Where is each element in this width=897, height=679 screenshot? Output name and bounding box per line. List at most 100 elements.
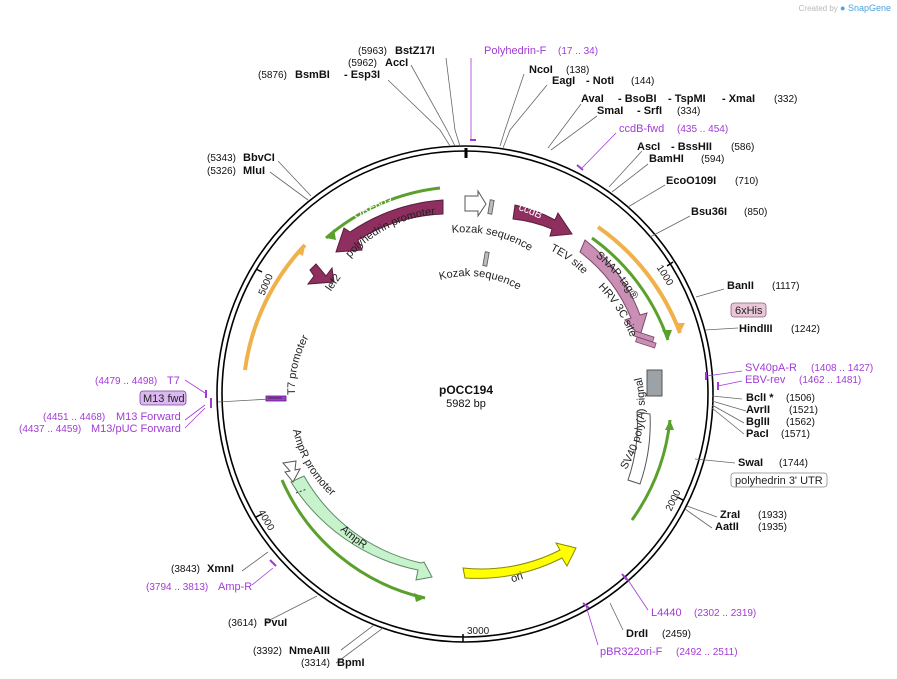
- svg-text:AscI: AscI: [637, 141, 660, 153]
- svg-text:BpmI: BpmI: [337, 657, 365, 669]
- kozak-1-label: Kozak sequence: [451, 223, 534, 253]
- site-bamhi[interactable]: BamHI (594): [649, 153, 724, 165]
- site-bpmi[interactable]: (3314) BpmI: [301, 657, 365, 669]
- primer-amp-r[interactable]: (3794 .. 3813) Amp-R: [146, 581, 252, 593]
- primer-leader-lines: [184, 58, 743, 646]
- ori-arrow: [462, 542, 577, 579]
- ori-label: ori: [509, 570, 524, 585]
- primer-t7[interactable]: (4479 .. 4498) T7: [95, 375, 180, 387]
- svg-text:(850): (850): [744, 207, 767, 218]
- site-asci[interactable]: AscI - BssHII (586): [637, 141, 754, 153]
- site-bstz17i[interactable]: (5963) BstZ17I: [358, 45, 435, 57]
- svg-text:BsmBI: BsmBI: [295, 69, 330, 81]
- plasmid-name: pOCC194: [439, 383, 493, 397]
- svg-text:AvrII: AvrII: [746, 404, 770, 416]
- svg-text:(1408 .. 1427): (1408 .. 1427): [811, 363, 873, 374]
- primer-l4440[interactable]: L4440 (2302 .. 2319): [651, 607, 756, 619]
- kozak-2-box: [482, 251, 490, 267]
- svg-text:(2302 .. 2319): (2302 .. 2319): [694, 608, 756, 619]
- primer-m13-forward[interactable]: (4451 .. 4468) M13 Forward: [43, 411, 181, 423]
- site-mlui[interactable]: (5326) MluI: [207, 165, 265, 177]
- svg-text:DrdI: DrdI: [626, 628, 648, 640]
- primer-polyhedrin-f[interactable]: Polyhedrin-F (17 .. 34): [484, 45, 598, 57]
- svg-text:(3843): (3843): [171, 564, 200, 575]
- svg-text:(4437 .. 4459): (4437 .. 4459): [19, 424, 81, 435]
- site-drdi[interactable]: DrdI (2459): [626, 628, 691, 640]
- site-bbvci[interactable]: (5343) BbvCI: [207, 152, 275, 164]
- site-pvui[interactable]: (3614) PvuI: [228, 617, 287, 629]
- tag-6xhis[interactable]: 6xHis: [730, 302, 767, 318]
- svg-text:(332): (332): [774, 94, 797, 105]
- site-paci[interactable]: PacI (1571): [746, 428, 810, 440]
- svg-text:(1506): (1506): [786, 393, 815, 404]
- site-avai[interactable]: AvaI - BsoBI - TspMI - XmaI (332): [581, 93, 797, 105]
- svg-text:pBR322ori-F: pBR322ori-F: [600, 646, 663, 658]
- svg-text:- Esp3I: - Esp3I: [344, 69, 380, 81]
- site-bsu36i[interactable]: Bsu36I (850): [691, 206, 767, 218]
- svg-text:2000: 2000: [664, 488, 684, 513]
- svg-text:4000: 4000: [255, 508, 276, 533]
- site-bsmbi[interactable]: (5876) BsmBI - Esp3I: [258, 69, 380, 81]
- svg-text:3000: 3000: [467, 626, 490, 637]
- primer-ebv-rev[interactable]: EBV-rev (1462 .. 1481): [745, 374, 861, 386]
- svg-text:ZraI: ZraI: [720, 509, 740, 521]
- svg-text:SmaI: SmaI: [597, 105, 623, 117]
- site-xmni[interactable]: (3843) XmnI: [171, 563, 234, 575]
- svg-text:AccI: AccI: [385, 57, 408, 69]
- svg-text:BbvCI: BbvCI: [243, 152, 275, 164]
- site-bglii[interactable]: BglII (1562): [746, 416, 815, 428]
- svg-text:(4479 .. 4498): (4479 .. 4498): [95, 376, 157, 387]
- polyhedrin-promoter-arrow: [464, 189, 487, 218]
- svg-text:(1935): (1935): [758, 522, 787, 533]
- svg-text:(3794 .. 3813): (3794 .. 3813): [146, 582, 208, 593]
- primer-sv40pa-r[interactable]: SV40pA-R (1408 .. 1427): [745, 362, 873, 374]
- svg-text:(5876): (5876): [258, 70, 287, 81]
- svg-text:EBV-rev: EBV-rev: [745, 374, 786, 386]
- kozak-1-box: [487, 199, 495, 215]
- primer-ccdb-fwd[interactable]: ccdB-fwd (435 .. 454): [619, 123, 728, 135]
- svg-text:(1462 .. 1481): (1462 .. 1481): [799, 375, 861, 386]
- tag-polyhedrin-3utr[interactable]: polyhedrin 3' UTR: [730, 472, 828, 488]
- svg-text:(1117): (1117): [772, 281, 799, 292]
- site-banii[interactable]: BanII (1117): [727, 280, 799, 292]
- ampr-promoter-arrow: [282, 460, 301, 483]
- svg-text:EcoO109I: EcoO109I: [666, 175, 716, 187]
- site-zrai[interactable]: ZraI (1933): [720, 509, 787, 521]
- snapgene-logo: ● SnapGene: [840, 3, 891, 13]
- orange-orf-right: [596, 225, 682, 334]
- tick-4000: 4000: [255, 508, 276, 533]
- svg-text:BstZ17I: BstZ17I: [395, 45, 435, 57]
- primer-m13-fwd[interactable]: M13 fwd: [139, 390, 187, 406]
- svg-text:BanII: BanII: [727, 280, 754, 292]
- his-tag-box: [635, 336, 657, 349]
- svg-text:BglII: BglII: [746, 416, 770, 428]
- backbone-outer: [216, 145, 714, 643]
- site-avrii[interactable]: AvrII (1521): [746, 404, 818, 416]
- svg-text:PacI: PacI: [746, 428, 769, 440]
- svg-text:- BsoBI: - BsoBI: [618, 93, 657, 105]
- primer-m13puc-forward[interactable]: (4437 .. 4459) M13/pUC Forward: [19, 423, 181, 435]
- svg-text:(586): (586): [731, 142, 754, 153]
- svg-text:(4451 .. 4468): (4451 .. 4468): [43, 412, 105, 423]
- svg-text:SV40pA-R: SV40pA-R: [745, 362, 797, 374]
- site-swai[interactable]: SwaI (1744): [738, 457, 808, 469]
- svg-text:Polyhedrin-F: Polyhedrin-F: [484, 45, 547, 57]
- svg-text:M13 fwd: M13 fwd: [143, 393, 185, 405]
- site-ncoi[interactable]: NcoI (138): [529, 64, 589, 76]
- site-smai[interactable]: SmaI - SrfI (334): [597, 105, 700, 117]
- site-eagi[interactable]: EagI - NotI (144): [552, 75, 654, 87]
- svg-text:(3392): (3392): [253, 646, 282, 657]
- primer-pbr322ori-f[interactable]: pBR322ori-F (2492 .. 2511): [600, 646, 738, 658]
- site-aatii[interactable]: AatII (1935): [715, 521, 787, 533]
- site-acci[interactable]: (5962) AccI: [348, 57, 408, 69]
- site-eco0109i[interactable]: EcoO109I (710): [666, 175, 758, 187]
- kozak-2-label: Kozak sequence: [438, 267, 523, 293]
- svg-text:(5963): (5963): [358, 46, 387, 57]
- svg-text:L4440: L4440: [651, 607, 682, 619]
- site-bcli[interactable]: BclI * (1506): [746, 392, 815, 404]
- site-nmeaiii[interactable]: (3392) NmeAIII: [253, 645, 330, 657]
- tick-3000: 3000: [462, 626, 490, 642]
- site-hindiii[interactable]: HindIII (1242): [739, 323, 820, 335]
- svg-text:HindIII: HindIII: [739, 323, 773, 335]
- svg-text:(594): (594): [701, 154, 724, 165]
